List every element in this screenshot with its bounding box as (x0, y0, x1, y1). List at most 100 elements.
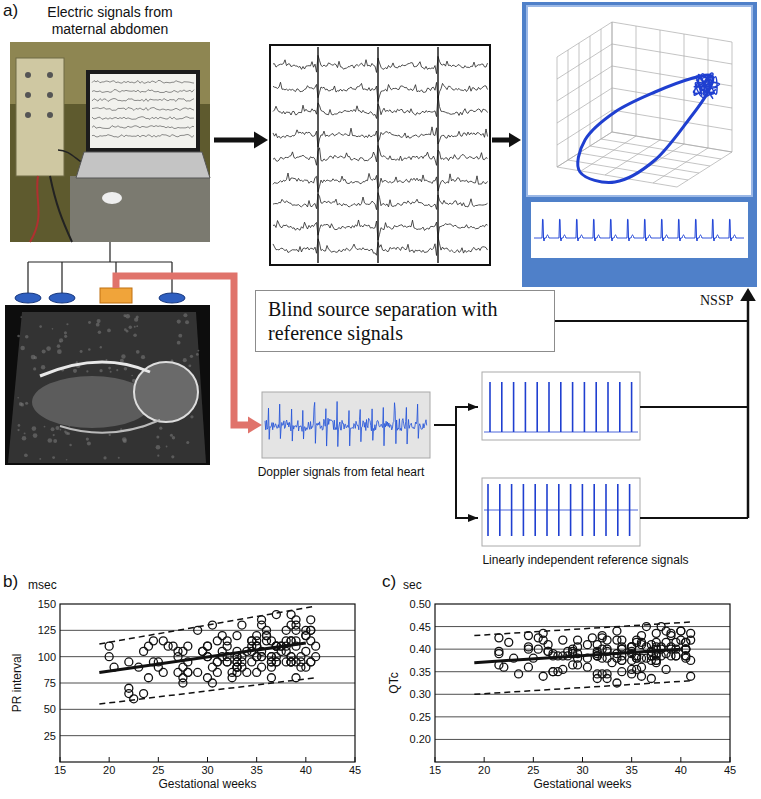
result-panel (522, 2, 757, 287)
speckle (55, 426, 59, 430)
rack-knob (47, 92, 53, 98)
speckle (186, 441, 189, 444)
speckle (57, 344, 61, 348)
data-point (194, 668, 202, 676)
data-point (159, 637, 167, 645)
data-point (267, 674, 275, 682)
speckle (177, 341, 181, 345)
speckle (66, 323, 68, 325)
signal-trace (273, 146, 488, 166)
data-point (223, 658, 231, 666)
speckle (17, 429, 19, 431)
data-point (652, 638, 660, 646)
flow-connector (434, 407, 478, 518)
tick-label: 25 (527, 764, 539, 777)
speckle (17, 335, 20, 338)
data-point (588, 634, 596, 642)
data-point (105, 653, 113, 661)
reference-pulse (523, 484, 525, 536)
data-point (593, 670, 601, 678)
laptop-base (76, 152, 210, 178)
signal-trace (273, 96, 488, 119)
tick-mark (533, 757, 534, 762)
data-point (194, 626, 202, 634)
data-point (687, 636, 695, 644)
grid-line (612, 110, 732, 130)
speckle (170, 434, 173, 437)
grid-line (581, 136, 636, 171)
reference-pulse (558, 484, 560, 536)
speckle (136, 350, 140, 354)
connector-line (456, 425, 478, 518)
connector-line (434, 407, 478, 425)
speckle (86, 437, 89, 440)
electrode (159, 293, 185, 303)
tick-label: 0.45 (410, 620, 431, 633)
speckle (121, 354, 125, 358)
axis-title: Gestational weeks (533, 778, 631, 792)
doppler-frame (262, 392, 430, 458)
data-point (125, 690, 133, 698)
confidence-band (474, 681, 690, 695)
data-point (642, 623, 650, 631)
figure-area (5, 38, 215, 242)
data-point (583, 663, 591, 671)
tick-label: 35 (626, 764, 638, 777)
speckle (124, 367, 128, 371)
speckle (129, 326, 132, 329)
ultrasound-fan (8, 312, 206, 463)
confidence-band (99, 606, 315, 644)
axis-unit: sec (403, 579, 422, 593)
tick-mark (305, 757, 306, 762)
tick-mark (109, 757, 110, 762)
speckle (57, 349, 62, 354)
equipment-rack (16, 58, 64, 176)
speckle (39, 458, 41, 460)
speckle (25, 335, 29, 339)
regression-line (474, 649, 681, 663)
speckle (110, 371, 112, 373)
doppler-signal-plot (262, 392, 430, 458)
screen-trace (92, 99, 194, 102)
vcg-loop (578, 75, 713, 183)
data-point (213, 658, 221, 666)
grid-line (60, 735, 355, 736)
speckle (24, 453, 28, 457)
process-text: Blind source separation with reference s… (268, 297, 542, 345)
rack-knob (47, 72, 53, 78)
data-point (179, 679, 187, 687)
data-point (633, 654, 641, 662)
data-point (263, 632, 271, 640)
panel-letter: a) (3, 1, 18, 21)
signal-trace (273, 237, 488, 256)
tick-label: 0.25 (410, 711, 431, 724)
caption-text: Linearly independent reference signals (482, 553, 688, 567)
data-point (253, 668, 261, 676)
tick-label: 25 (152, 764, 164, 777)
grid-line (435, 739, 730, 740)
arrow-head (740, 288, 756, 301)
speckle (41, 365, 45, 369)
speckle (178, 334, 182, 338)
grid-line (557, 66, 612, 101)
data-point (248, 658, 256, 666)
plot-frame (435, 604, 730, 762)
speckle (107, 329, 111, 333)
grid-line (605, 140, 660, 175)
echo-bright (60, 420, 160, 433)
arrow-shaft (214, 138, 256, 143)
signal-trace (273, 82, 488, 101)
data-point (638, 632, 646, 640)
signal-trace (273, 220, 488, 240)
tick-label: 0.50 (410, 598, 431, 611)
speckle (156, 436, 159, 439)
process-label: NSSP (700, 293, 733, 309)
cable (50, 176, 72, 242)
tick-label: 0.30 (410, 688, 431, 701)
grid-line (557, 132, 612, 167)
speckle (183, 313, 187, 317)
tick-label: 100 (38, 650, 56, 663)
data-point (574, 636, 582, 644)
signal-panel: Doppler signals from fetal heart (248, 390, 434, 480)
